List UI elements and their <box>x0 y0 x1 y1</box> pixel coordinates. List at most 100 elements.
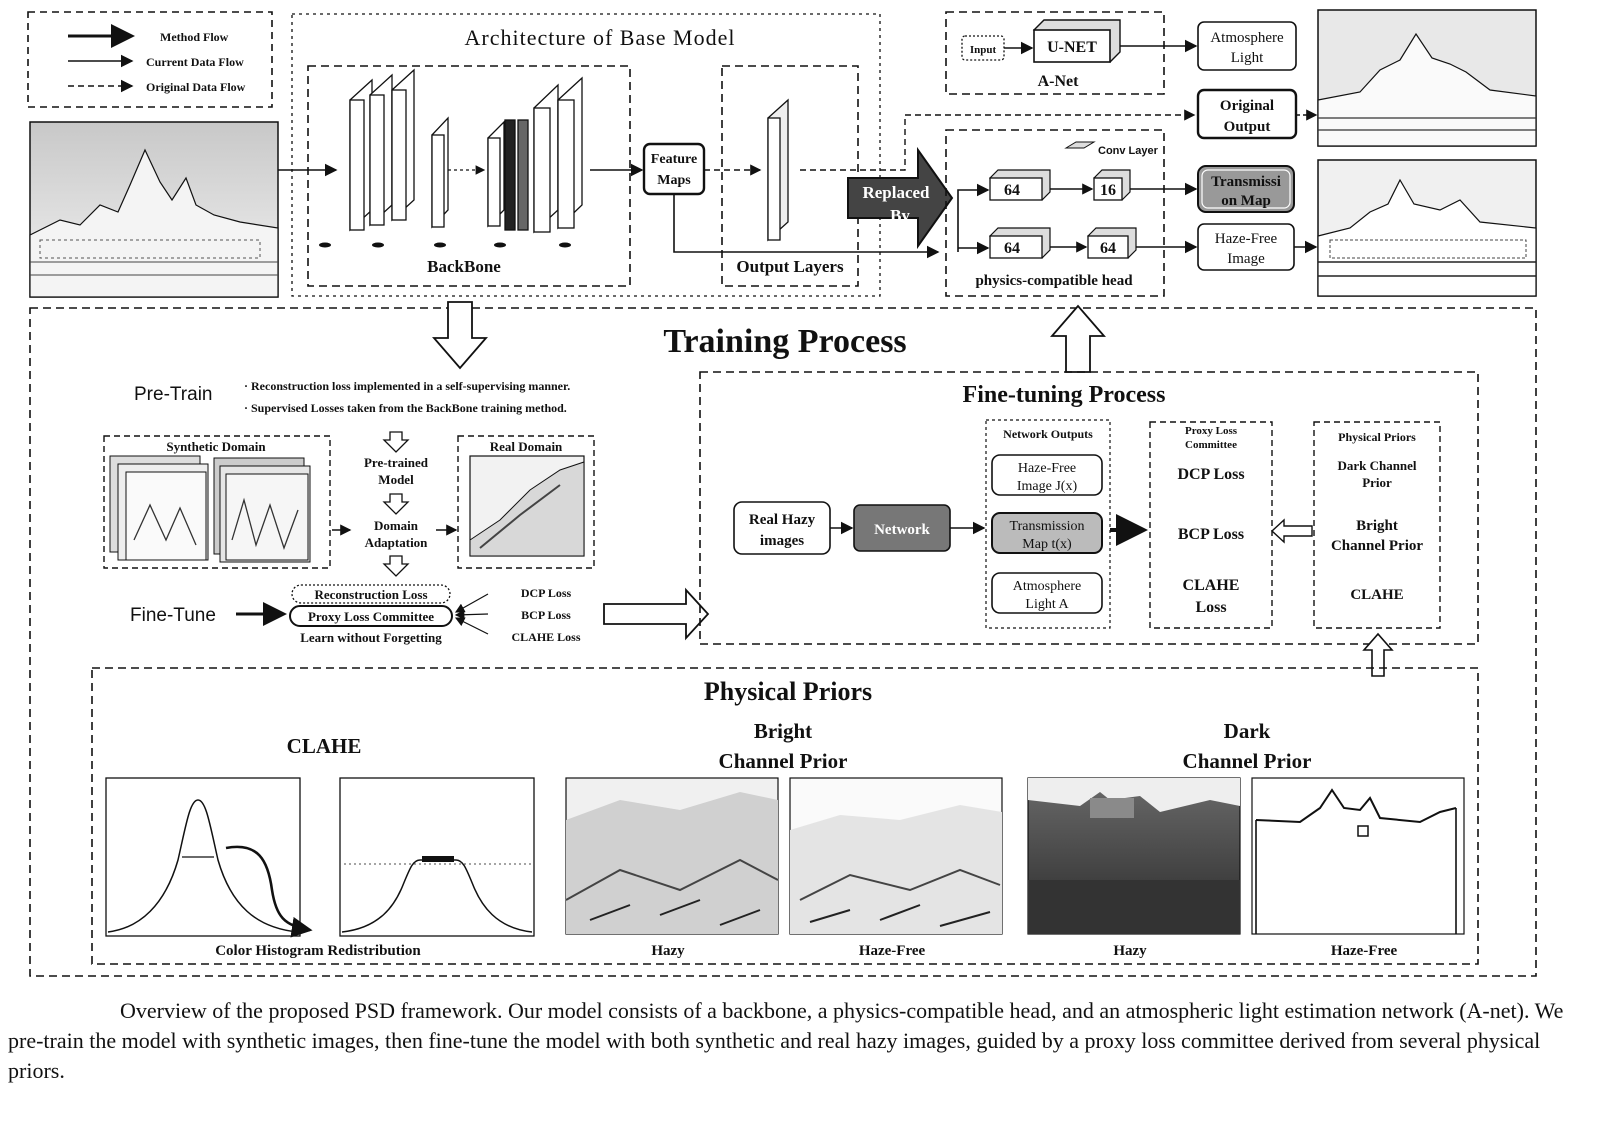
anet-input-label: Input <box>970 44 997 56</box>
arrow-to-finetuning <box>603 587 710 641</box>
head-block-64-bottom-2: 64 <box>1087 227 1137 259</box>
backbone-label: BackBone <box>427 257 501 276</box>
dcp-hazy-caption: Hazy <box>1113 943 1147 959</box>
training-process-panel <box>29 307 1537 977</box>
down-arrow-backbone <box>432 301 488 370</box>
input-hazy-image <box>29 121 279 298</box>
committee-title-line-2: Committee <box>1185 439 1237 451</box>
committee-clahe-loss: Loss <box>1195 599 1226 616</box>
real-hazy-line-1: Real Hazy <box>749 512 816 528</box>
pretrain-label: Pre-Train <box>134 384 212 405</box>
real-hazy-line-2: images <box>760 533 804 549</box>
legend-method-flow: Method Flow <box>160 30 229 44</box>
clahe-title: CLAHE <box>287 734 362 758</box>
network-outputs-panel <box>985 419 1111 629</box>
conv-layer-label: Conv Layer <box>1098 145 1159 157</box>
committee-dcp: DCP Loss <box>1177 466 1244 483</box>
loss-label-dcp: DCP Loss <box>521 586 572 600</box>
pretrain-bullet-1: · Reconstruction loss implemented in a s… <box>244 379 570 393</box>
original-output-line-2: Output <box>1224 119 1271 135</box>
reconstruction-loss-pill <box>291 584 451 604</box>
up-arrow-to-priors <box>1362 632 1394 677</box>
output-haze-free-line-1: Haze-Free <box>1018 461 1076 476</box>
original-output-box <box>1196 88 1298 140</box>
output-transmission-line-1: Transmission <box>1010 519 1085 534</box>
clahe-caption: Color Histogram Redistribution <box>215 943 421 959</box>
feature-maps-line-1: Feature <box>651 152 697 167</box>
dcp-hazy-image <box>1027 777 1241 935</box>
finetuning-panel: Fine-tuning Process Real Hazy images Net… <box>699 371 1479 645</box>
unet-box <box>1033 29 1111 63</box>
priors-list-panel <box>1313 421 1441 629</box>
unet-label: U-NET <box>1047 39 1097 56</box>
head-block-64-bottom-1: 64 <box>988 227 1051 259</box>
anet-panel: Input U-NET A-Net <box>945 11 1198 95</box>
histogram-after <box>339 777 535 937</box>
dcp-haze-free-image <box>1251 777 1465 935</box>
transmission-map-line-2: on Map <box>1221 193 1271 209</box>
atmosphere-light-line-2: Light <box>1231 50 1264 66</box>
proxy-committee-panel <box>1149 421 1273 629</box>
haze-free-image-line-2: Image <box>1227 251 1265 267</box>
bcp-haze-free-caption: Haze-Free <box>859 943 926 959</box>
pretrained-model-line-2: Model <box>378 472 414 487</box>
loss-label-bcp: BCP Loss <box>521 608 571 622</box>
prior-clahe-line: CLAHE <box>1350 587 1403 603</box>
priors-list-title: Physical Priors <box>1338 430 1416 444</box>
output-layers-label: Output Layers <box>736 257 844 276</box>
head-block-16: 16 <box>1093 169 1131 201</box>
bcp-title-line-2: Channel Prior <box>719 749 848 773</box>
bcp-haze-free-image <box>789 777 1003 935</box>
head-block-16-label: 16 <box>1100 182 1116 199</box>
pretrain-bullet-2: · Supervised Losses taken from the BackB… <box>244 401 567 415</box>
synthetic-domain-panel: Synthetic Domain <box>103 435 331 569</box>
head-block-64-top-label: 64 <box>1004 182 1020 199</box>
legend-original-flow: Original Data Flow <box>146 80 246 94</box>
physical-priors-panel: Physical Priors CLAHE Bright Channel Pri… <box>91 667 1479 965</box>
physics-head-label: physics-compatible head <box>975 273 1133 289</box>
committee-clahe: CLAHE <box>1183 577 1240 594</box>
output-transmission-box <box>991 512 1103 554</box>
prior-dark-line-1: Dark Channel <box>1337 458 1416 473</box>
domain-adaptation-line-1: Domain <box>374 518 419 533</box>
haze-free-output-image <box>1317 159 1537 297</box>
replaced-by-line-2: By <box>890 206 910 225</box>
prior-bright-line-1: Bright <box>1356 518 1398 534</box>
original-output-line-1: Original <box>1220 98 1274 114</box>
finetune-label: Fine-Tune <box>130 605 216 626</box>
anet-label: A-Net <box>1038 73 1080 90</box>
output-haze-free-line-2: Image J(x) <box>1017 479 1078 494</box>
output-transmission-line-2: Map t(x) <box>1022 537 1072 552</box>
output-atmosphere-line-1: Atmosphere <box>1013 579 1081 594</box>
head-block-64-bottom-1-label: 64 <box>1004 240 1020 257</box>
training-process-title: Training Process <box>663 323 906 360</box>
real-domain-panel: Real Domain <box>457 435 595 569</box>
committee-bcp: BCP Loss <box>1178 526 1244 543</box>
backbone-layer-legend <box>319 242 571 248</box>
network-outputs-title: Network Outputs <box>1003 427 1093 441</box>
synthetic-domain-label: Synthetic Domain <box>166 439 266 454</box>
proxy-loss-committee-pill <box>289 605 453 627</box>
physical-priors-title: Physical Priors <box>704 677 872 706</box>
base-model-title: Architecture of Base Model <box>465 25 736 50</box>
real-domain-label: Real Domain <box>490 439 563 454</box>
network-label: Network <box>874 522 930 538</box>
domain-adaptation-line-2: Adaptation <box>365 535 429 550</box>
finetune-item-2: Proxy Loss Committee <box>308 609 434 624</box>
original-output-image <box>1317 9 1537 147</box>
finetune-item-3: Learn without Forgetting <box>300 630 442 645</box>
output-haze-free-box <box>991 454 1103 496</box>
bcp-title-line-1: Bright <box>754 719 812 743</box>
transmission-map-box <box>1197 165 1295 213</box>
output-layers-box <box>721 65 859 287</box>
loss-label-clahe: CLAHE Loss <box>511 630 580 644</box>
up-arrow-to-head <box>1050 304 1106 373</box>
output-atmosphere-line-2: Light A <box>1025 597 1069 612</box>
dcp-haze-free-caption: Haze-Free <box>1331 943 1398 959</box>
haze-free-image-line-1: Haze-Free <box>1215 231 1278 247</box>
bcp-hazy-image <box>565 777 779 935</box>
physics-head-panel: Conv Layer 64 16 64 64 physics-compatibl… <box>945 129 1198 297</box>
psd-framework-diagram: Method Flow Current Data Flow Original D… <box>27 9 1537 977</box>
backbone-layers <box>349 68 583 234</box>
finetuning-title: Fine-tuning Process <box>963 382 1166 408</box>
